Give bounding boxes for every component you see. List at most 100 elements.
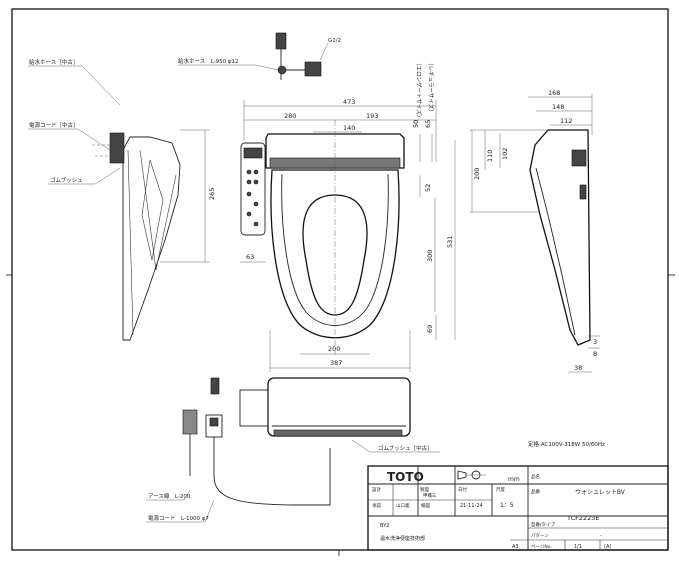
stop-valve: [304, 61, 322, 77]
dim-69: 69: [426, 325, 434, 333]
left-side-view: [28, 65, 210, 341]
dim-65: 65: [424, 120, 432, 128]
label-earth-wire: アース線 L-200: [148, 492, 191, 500]
panel-button: [246, 169, 252, 175]
left-seat-shape: [141, 159, 164, 261]
dim-168: 168: [548, 89, 560, 97]
dim-102: 102: [501, 148, 509, 160]
supply-connector-top: [275, 32, 287, 50]
tb-scale-label: 尺度: [496, 486, 505, 493]
tb-date-label: 日付: [458, 486, 467, 493]
title-block-frame: [367, 465, 669, 551]
supply-valve: [277, 65, 287, 75]
tb-name-label: 品名: [531, 473, 540, 480]
panel-button: [253, 221, 259, 227]
panel-button: [253, 179, 259, 185]
unit-side-cap: [239, 389, 269, 427]
left-body-outline: [122, 136, 181, 341]
dim-112: 112: [560, 117, 572, 125]
tb-page-label: ページNo.: [531, 544, 552, 550]
sheet-border: [11, 8, 669, 551]
thread-leader: [319, 42, 329, 61]
dim-148: 148: [552, 103, 564, 111]
label-supply-hose: 給水ホース［中古］: [29, 58, 78, 66]
bottom-view: [146, 377, 440, 523]
dim-38: 38: [574, 364, 582, 372]
rubber-bush-leader: [48, 167, 121, 185]
label-regular: （レギュラーサイズ）: [427, 60, 435, 115]
plug-prongs: [210, 377, 220, 395]
tb-product-name: ウォシュレットBV: [575, 488, 626, 496]
dim-200: 200: [328, 345, 340, 353]
label-rubber-bush-bottom: ゴムブッシュ［中古］: [378, 444, 433, 452]
dim-387: 387: [330, 359, 342, 367]
right-body-outline: [529, 129, 591, 346]
left-body-inner: [127, 149, 177, 336]
tb-drawn-by: 山口義: [396, 502, 410, 509]
seat-inner: [281, 173, 389, 326]
label-power-cord-length: 電源コード L-1000 φ7: [148, 514, 209, 522]
dim-280: 280: [284, 112, 296, 120]
dim-193: 193: [366, 112, 378, 120]
unit-front-body: [267, 377, 411, 437]
label-thread: G1/2: [328, 38, 341, 44]
top-view: [178, 32, 456, 372]
tb-date: 21-11-24: [460, 503, 483, 509]
tb-page: 1/1: [574, 544, 582, 550]
dim-531: 531: [446, 236, 454, 248]
panel-button: [246, 179, 252, 185]
dim-200-right: 200: [473, 168, 481, 180]
tb-model-number: TCF2223E: [566, 514, 600, 522]
tb-sheet-size: A3: [512, 544, 519, 550]
tb-scale: 1：5: [500, 502, 514, 509]
tb-spec-label: 品番: [531, 488, 540, 495]
tb-design-label: 設計: [372, 486, 381, 493]
right-fitting: [579, 184, 587, 200]
tb-code: BY2: [380, 523, 389, 529]
earth-terminal: [182, 409, 198, 435]
right-body-inner: [535, 167, 576, 336]
tb-revision: (A): [604, 544, 611, 550]
supply-hose-leader-top: [178, 64, 279, 71]
panel-button: [253, 201, 259, 207]
label-rubber-bush: ゴムブッシュ: [50, 176, 83, 184]
seat-outline: [270, 169, 400, 339]
tb-checked-by: 甲橋三: [423, 492, 437, 499]
tb-checked-label: 検図: [421, 502, 430, 509]
projection-cone: [457, 470, 467, 480]
dim-52: 52: [424, 184, 432, 192]
tb-model-label: 型番/タイプ: [531, 521, 556, 528]
label-supply-hose-length: 給水ホース L-950 φ12: [178, 57, 239, 65]
power-cord-run: [213, 448, 331, 506]
dim-63: 63: [246, 253, 254, 261]
label-power-cord: 電源コード［中古］: [29, 121, 79, 129]
tb-pattern-value: -: [600, 533, 602, 539]
tb-pattern-label: パターン: [531, 532, 549, 539]
rating-text: 定格:AC100V-318W 50/60Hz: [528, 440, 605, 448]
panel-display: [243, 147, 263, 159]
dim-3: 3: [593, 338, 597, 346]
unit-base-band: [273, 429, 403, 437]
tb-drawn-label: 製図: [420, 486, 429, 493]
tb-department: 温水洗浄便座技術部: [380, 535, 425, 542]
label-elongated: （エロンゲートサイズ）: [415, 60, 423, 120]
left-valve-block: [109, 132, 125, 164]
panel-button: [246, 191, 252, 197]
dim-110: 110: [486, 150, 494, 162]
control-panel: [240, 142, 266, 236]
rubber-bush-leader-bottom: [351, 439, 440, 453]
right-side-view: [470, 93, 600, 373]
unit-housing: [265, 133, 405, 169]
dim-300: 300: [426, 250, 434, 262]
supply-hose-leader: [28, 65, 121, 106]
brand-logo: TOTO: [387, 470, 424, 484]
power-cord-leader-bottom: [146, 499, 215, 523]
dim-265: 265: [208, 188, 216, 200]
tb-approved-label: 承認: [372, 502, 381, 509]
dim-8: 8: [593, 350, 597, 358]
earth-wire-leader: [146, 489, 191, 501]
title-block: [367, 465, 669, 551]
panel-button: [253, 169, 259, 175]
